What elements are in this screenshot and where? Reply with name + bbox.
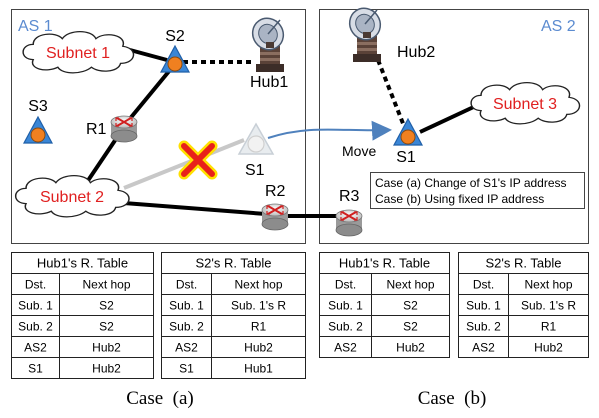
table-cell: AS2 [472,341,495,355]
table-header-cell: Next hop [386,278,434,292]
link-subnet1-s2 [129,48,168,62]
legend-line-2: Case (b) Using fixed IP address [375,192,544,206]
legend-box [370,172,585,209]
s1-new-label: S1 [396,149,416,166]
s1-old-ghost-node [237,122,275,155]
table-cell: Sub. 2 [169,320,204,334]
table-header-cell: Next hop [524,278,572,292]
table-cell: S2 [403,299,418,313]
s1-old-label: S1 [245,162,265,179]
link-hub2-s1-dotted [376,59,406,127]
table-title: S2's R. Table [196,256,272,271]
table-cell: AS2 [24,341,47,355]
table-cell: Sub. 1 [18,299,53,313]
table-header-cell: Dst. [25,278,46,292]
table-cell: AS2 [334,341,357,355]
move-label: Move [342,143,376,159]
table-cell: S2 [403,320,418,334]
table-cell: Sub. 1 [169,299,204,313]
broken-link-subnet2-s1 [123,138,245,190]
as1-label: AS 1 [18,18,53,35]
table-header-cell: Dst. [335,278,356,292]
table-cell: Sub. 2 [466,320,501,334]
caption-case-b: Case (b) [418,388,487,409]
r1-router-icon [110,115,138,143]
table-cell: Hub2 [92,362,121,376]
subnet1-label: Subnet 1 [46,45,110,62]
table-cell: AS2 [175,341,198,355]
table-header-cell: Dst. [473,278,494,292]
caption-case-a: Case (a) [126,388,194,409]
r1-label: R1 [86,121,107,138]
table-cell: Hub2 [92,341,121,355]
s3-label: S3 [28,98,48,115]
link-subnet2-r2 [123,201,267,216]
table-cell: R1 [541,320,557,334]
r2-router-icon [261,203,289,231]
link-r1-subnet2 [85,134,120,184]
table-title: Hub1's R. Table [339,256,430,271]
table-title: Hub1's R. Table [37,256,128,271]
table-cell: Sub. 1 [466,299,501,313]
table-header-cell: Next hop [234,278,282,292]
table-title: S2's R. Table [486,256,562,271]
table-cell: S2 [99,299,114,313]
s2-label: S2 [165,28,185,45]
r3-label: R3 [339,188,360,205]
table-cell: Hub2 [244,341,273,355]
r2-label: R2 [265,183,286,200]
subnet2-label: Subnet 2 [40,189,104,206]
hub1-label: Hub1 [250,74,288,91]
table-cell: R1 [251,320,267,334]
move-arrow [267,120,392,141]
table-cell: Sub. 2 [18,320,53,334]
as2-label: AS 2 [541,18,576,35]
table-cell: S1 [28,362,43,376]
table-header-cell: Next hop [82,278,130,292]
subnet3-label: Subnet 3 [493,96,557,113]
link-broken-cross-icon [178,140,218,180]
table-cell: Sub. 1 [328,299,363,313]
table-cell: S1 [179,362,194,376]
hub2-label: Hub2 [397,44,435,61]
table-cell: Hub1 [244,362,273,376]
table-cell: S2 [99,320,114,334]
table-cell: Sub. 2 [328,320,363,334]
legend-line-1: Case (a) Change of S1's IP address [375,176,567,190]
table-cell: Hub2 [396,341,425,355]
table-cell: Sub. 1's R [521,299,576,313]
link-s1-subnet3 [419,102,481,134]
table-cell: Hub2 [534,341,563,355]
link-s2-r1 [126,68,172,123]
table-cell: Sub. 1's R [231,299,286,313]
r3-router-icon [335,209,363,237]
table-header-cell: Dst. [176,278,197,292]
